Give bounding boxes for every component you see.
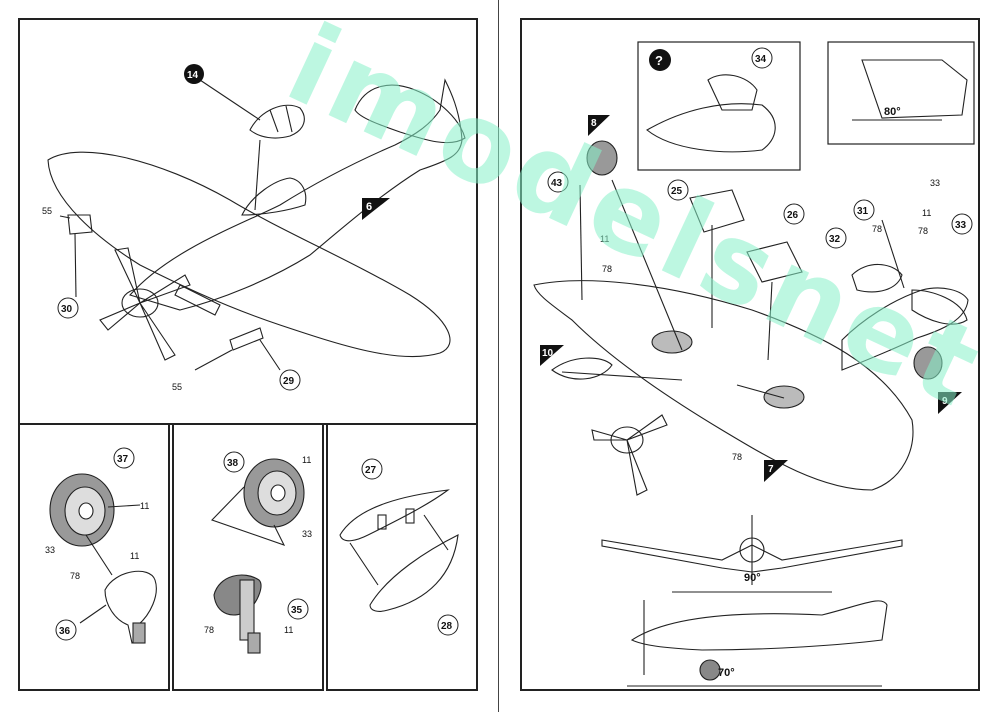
callout-37: 37	[117, 454, 129, 465]
panel-step-8: 8 37 36 11 33 11 78	[18, 423, 170, 691]
part-78-c: 78	[602, 264, 612, 274]
panel-7-drawing: 6 14 30 29 55 55	[42, 64, 466, 392]
part-78-d: 78	[732, 452, 742, 462]
part-55-b: 55	[172, 382, 182, 392]
part-78-b: 78	[918, 226, 928, 236]
callout-29: 29	[283, 376, 295, 387]
part-11-a: 11	[600, 234, 609, 244]
callout-33: 33	[955, 220, 967, 231]
panel-step-10: 10 27 28	[326, 423, 478, 691]
callout-27: 27	[365, 465, 377, 476]
part-55-a: 55	[42, 206, 52, 216]
part-11-b: 11	[130, 551, 139, 561]
callout-38: 38	[227, 458, 239, 469]
svg-text:?: ?	[655, 53, 663, 68]
panel-step-7: 7	[18, 18, 478, 425]
callout-14: 14	[187, 70, 199, 81]
callout-36: 36	[59, 626, 71, 637]
part-11-a: 11	[302, 455, 311, 465]
part-78-a: 78	[872, 224, 882, 234]
page-divider	[498, 0, 499, 712]
panel-11-drawing: ? 8 10 9 7 34 43 11 25 26 33 31 11 32 78…	[533, 41, 975, 687]
angle-90: 90°	[744, 572, 761, 584]
panel-8-drawing: 37 36 11 33 11 78	[45, 447, 157, 644]
callout-35: 35	[291, 605, 303, 616]
ref-6-label: 6	[366, 201, 372, 213]
callout-25: 25	[671, 186, 683, 197]
callout-30: 30	[61, 304, 73, 315]
part-11-b: 11	[922, 208, 931, 218]
panel-step-9: 9 38 35 11 33 78 11	[172, 423, 324, 691]
step-10-number: 10	[332, 428, 350, 445]
angle-80: 80°	[884, 106, 901, 118]
step-8-number: 8	[26, 428, 35, 445]
part-78: 78	[70, 571, 80, 581]
panel-10-drawing: 27 28	[339, 458, 459, 636]
step-7-number: 7	[26, 23, 35, 40]
step-11-number: 11	[526, 23, 543, 40]
part-33-a: 33	[930, 178, 940, 188]
part-11-a: 11	[140, 501, 149, 511]
callout-32: 32	[829, 234, 841, 245]
callout-26: 26	[787, 210, 799, 221]
callout-43: 43	[551, 178, 563, 189]
ref-10-label: 10	[542, 348, 554, 359]
callout-28: 28	[441, 621, 453, 632]
step-9-number: 9	[180, 428, 189, 445]
part-33: 33	[45, 545, 55, 555]
ref-9-label: 9	[942, 396, 948, 407]
part-78: 78	[204, 625, 214, 635]
callout-34: 34	[755, 54, 767, 65]
panel-9-drawing: 38 35 11 33 78 11	[204, 451, 312, 654]
callout-31: 31	[857, 206, 869, 217]
part-33: 33	[302, 529, 312, 539]
part-11-b: 11	[284, 625, 293, 635]
ref-7-label: 7	[768, 464, 774, 475]
ref-8-label: 8	[591, 118, 597, 129]
panel-step-11: 11	[520, 18, 980, 691]
angle-70: 70°	[718, 667, 735, 679]
